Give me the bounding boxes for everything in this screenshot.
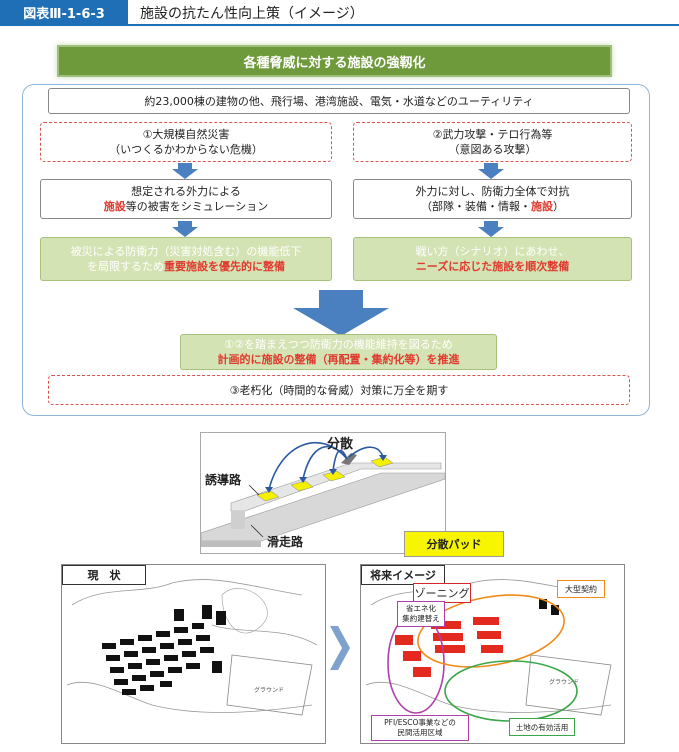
big-down-arrow (293, 290, 389, 336)
priority-line2: を局限するため重要施設を優先的に整備 (87, 259, 285, 274)
energy-saving-label: 省エネ化 集約建替え (397, 601, 445, 627)
needs-line1: 戦い方（シナリオ）にあわせ、 (415, 245, 570, 258)
needs-based-box: 戦い方（シナリオ）にあわせ、 ニーズに応じた施設を順次整備 (353, 237, 632, 281)
arrow-left-2 (172, 221, 198, 237)
simulation-line2: 施設等の被害をシミュレーション (104, 199, 269, 214)
counter-line2-red: 施設 (531, 200, 553, 213)
simulation-line1: 想定される外力による (131, 185, 241, 198)
figure-title: 施設の抗たん性向上策（イメージ） (140, 6, 364, 22)
threat-attack-sub: （意図ある攻撃） (448, 143, 537, 156)
arrow-left-1 (172, 163, 198, 179)
conclusion-line1: ①②を踏まえつつ防衛力の機能維持を図るため (224, 338, 453, 351)
priority-line2-pre: を局限するため (87, 260, 164, 273)
runway-label: 滑走路 (267, 535, 304, 549)
infrastructure-box: 約23,000棟の建物の他、飛行場、港湾施設、電気・水道などのユーティリティ (48, 88, 630, 114)
counter-box: 外力に対し、防衛力全体で対抗 （部隊・装備・情報・施設） (353, 179, 632, 219)
simulation-facility-red: 施設 (103, 200, 126, 213)
figure-number: 図表Ⅲ-1-6-3 (0, 0, 128, 24)
needs-line2: ニーズに応じた施設を順次整備 (415, 260, 570, 273)
threat-attack-title: ②武力攻撃・テロ行為等 (432, 128, 553, 141)
threat-natural-disaster: ①大規模自然災害 （いつくるかわからない危機） (40, 122, 332, 162)
threat-armed-attack: ②武力攻撃・テロ行為等 （意図ある攻撃） (353, 122, 632, 162)
threat-natural-title: ①大規模自然災害 (142, 128, 230, 141)
energy-line1: 省エネ化 (406, 604, 436, 613)
conclusion-box: ①②を踏まえつつ防衛力の機能維持を図るため 計画的に施設の整備（再配置・集約化等… (180, 334, 497, 370)
pfi-line1: PFI/ESCO事業などの (384, 718, 456, 727)
diagram-frame (22, 84, 650, 416)
dispersion-title: 分散 (327, 437, 354, 452)
infrastructure-text: 約23,000棟の建物の他、飛行場、港湾施設、電気・水道などのユーティリティ (144, 94, 534, 108)
pfi-label: PFI/ESCO事業などの 民間活用区域 (371, 715, 469, 741)
future-label: 将来イメージ (361, 565, 445, 585)
future-ground-label: グラウンド (549, 679, 580, 686)
land-use-label: 土地の有効活用 (509, 718, 575, 736)
header-rule (0, 24, 679, 26)
priority-maintenance-box: 被災による防衛力（災害対処含む）の機能低下 を局限するため重要施設を優先的に整備 (40, 237, 332, 281)
counter-line2-pre: （部隊・装備・情報・ (421, 200, 531, 213)
aging-text: ③老朽化（時間的な脅威）対策に万全を期す (229, 383, 449, 397)
conclusion-line2: 計画的に施設の整備（再配置・集約化等）を推進 (217, 353, 460, 366)
current-ground-label: グラウンド (254, 687, 285, 694)
threat-natural-sub: （いつくるかわからない危機） (109, 143, 263, 156)
priority-line2-red: 重要施設を優先的に整備 (164, 260, 285, 273)
counter-line2: （部隊・装備・情報・施設） (421, 199, 564, 214)
priority-line1: 被災による防衛力（災害対処含む）の機能低下 (70, 245, 302, 258)
current-map-drawing (66, 579, 318, 716)
simulation-box: 想定される外力による 施設等の被害をシミュレーション (40, 179, 332, 219)
chevron-right-icon (330, 626, 350, 670)
current-map: 現 状 グラウンド (61, 564, 326, 744)
arrow-right-2 (478, 221, 504, 237)
dispersion-pad-label: 分散パッド (404, 531, 504, 557)
zoning-label: ゾーニング (413, 583, 471, 603)
main-banner: 各種脅威に対する施設の強靱化 (57, 45, 612, 77)
pfi-line2: 民間活用区域 (397, 728, 443, 737)
counter-line2-post: ） (553, 200, 564, 213)
aging-box: ③老朽化（時間的な脅威）対策に万全を期す (48, 375, 630, 405)
future-map-drawing (365, 579, 612, 722)
arrow-right-1 (478, 163, 504, 179)
dispersion-drawing (200, 441, 446, 547)
counter-line1: 外力に対し、防衛力全体で対抗 (415, 185, 570, 198)
simulation-line2-rest: 等の被害をシミュレーション (125, 200, 269, 213)
current-label: 現 状 (62, 565, 146, 585)
taxiway-label: 誘導路 (205, 473, 242, 487)
large-contract-label: 大型契約 (557, 580, 605, 598)
future-map: 将来イメージ ゾーニング 大型契約 省エネ化 集約建替え PFI/ESCO事業な… (360, 564, 625, 744)
energy-line2: 集約建替え (402, 614, 440, 623)
